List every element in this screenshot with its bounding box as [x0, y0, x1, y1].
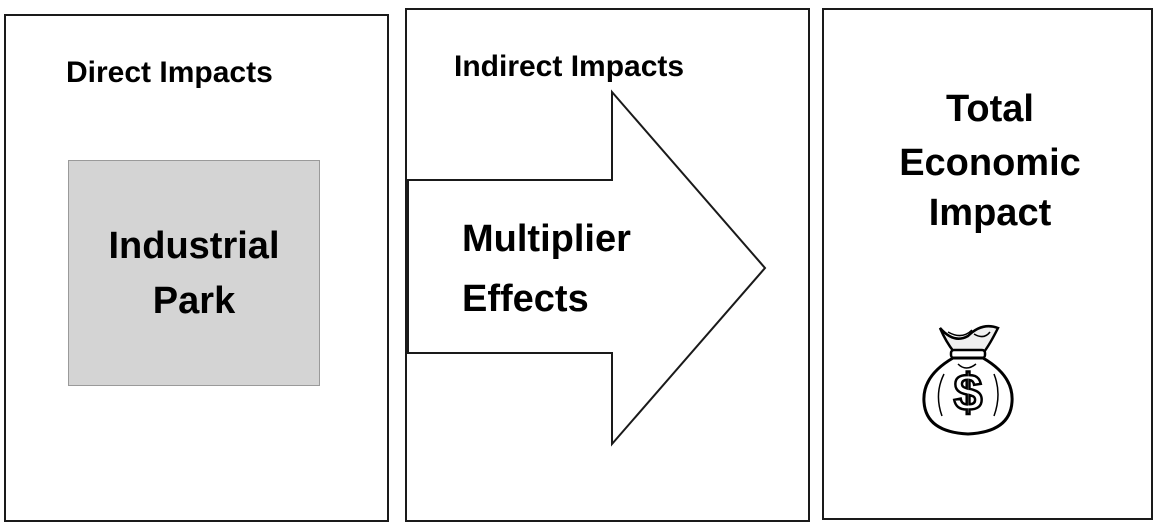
- industrial-park-label-line2: Park: [152, 280, 236, 322]
- money-bag-dollar-icon: $: [922, 325, 1014, 436]
- multiplier-effects-label-line2: Effects: [462, 278, 589, 320]
- industrial-park-label-line1: Industrial: [108, 225, 280, 267]
- total-economic-impact-line1: Total: [946, 88, 1034, 130]
- total-economic-impact-line3: Impact: [928, 192, 1052, 234]
- direct-impacts-heading: Direct Impacts: [66, 56, 273, 89]
- indirect-impacts-heading: Indirect Impacts: [454, 50, 685, 83]
- multiplier-arrow: [407, 89, 767, 447]
- svg-text:$: $: [954, 364, 983, 422]
- total-impact-panel: [822, 8, 1153, 520]
- industrial-park-box: [68, 160, 320, 386]
- multiplier-effects-label-line1: Multiplier: [462, 218, 631, 260]
- total-economic-impact-line2: Economic: [899, 142, 1081, 184]
